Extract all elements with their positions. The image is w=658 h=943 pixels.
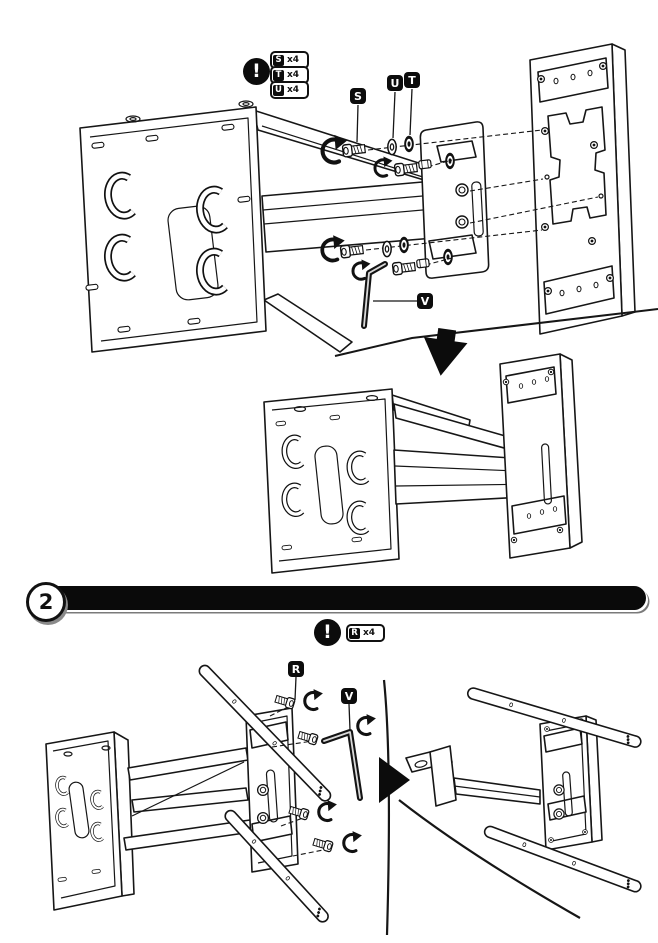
step2-result-diagram [398,687,642,919]
callout-v: V [341,688,357,704]
callout-u: U [387,75,403,91]
callout-leader-lines [294,676,351,731]
rotation-arrow-icon [303,687,325,712]
tilt-bracket-drawing [539,715,603,851]
callout-v: V [417,293,433,309]
part-letter: U [273,84,284,96]
down-arrow-icon [423,327,468,376]
part-qty: x4 [363,628,376,638]
tv-rail-drawing [198,664,332,802]
part-qty: x4 [287,70,300,80]
legend-item-u: U x4 [270,81,309,99]
washer-u-icon [382,240,392,258]
screw-r-icon [273,693,296,710]
washer-t-icon [399,236,409,254]
arm-drawing [405,745,541,807]
step1-exploded-diagram [79,43,636,353]
warning-mark: ! [323,621,332,643]
right-arrow-icon [379,757,410,803]
assembly-axis-lines [365,129,599,268]
step2-divider [379,679,410,936]
allen-key-icon [321,729,363,801]
tv-rail-drawing [466,687,642,748]
part-qty: x4 [287,55,300,65]
washer-u-icon [387,138,397,156]
allen-key-icon [361,261,388,329]
part-qty: x4 [287,85,300,95]
anchor-icon [415,258,430,269]
callout-r: R [288,661,304,677]
wall-plate-drawing [45,731,135,911]
callout-t: T [404,72,420,88]
part-letter: S [273,54,284,66]
monitor-plate-drawing [499,353,583,559]
rotation-arrow-icon [317,798,339,823]
screw-r-icon [311,836,334,853]
part-letter: R [349,627,360,639]
rotation-arrow-icon [356,712,378,737]
legend-item-r: R x4 [346,624,385,642]
monitor-plate-drawing [529,43,636,335]
detail-arc [398,799,581,919]
callout-s: S [350,88,366,104]
legend-item-t: T x4 [270,66,309,84]
screw-s-icon [339,242,365,259]
rotation-arrow-icon [342,829,364,854]
tv-rail-drawing [483,825,642,893]
step2-exploded-diagram [45,664,378,923]
step1-assembled-diagram [263,353,583,574]
warning-mark: ! [252,60,261,82]
screw-s-icon [391,259,417,276]
step2-number-badge: 2 [26,582,66,622]
washer-t-icon [404,135,414,153]
warning-icon: ! [314,619,341,646]
legend-item-s: S x4 [270,51,309,69]
tilt-bracket-drawing [419,121,490,279]
anchor-icon [417,159,432,170]
section-separator [334,308,658,376]
part-letter: T [273,69,284,81]
tv-rail-drawing [224,809,329,923]
step-number: 2 [38,590,54,614]
warning-icon: ! [243,58,270,85]
callout-leader-lines [356,88,417,302]
step2-header-bar [45,586,646,610]
arm-drawing [123,747,253,851]
